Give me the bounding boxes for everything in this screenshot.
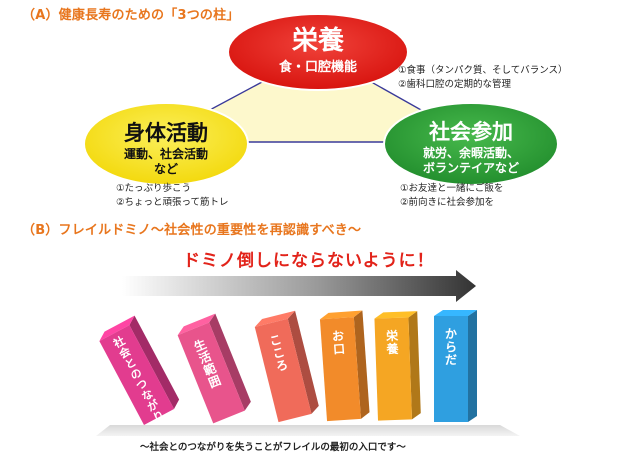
domino-6: からだ — [434, 310, 477, 422]
section-a-heading: （A）健康長寿のための「3つの柱」 — [22, 8, 240, 23]
domino-front — [99, 325, 175, 425]
domino-warning: ドミノ倒しにならないように！ — [183, 251, 435, 271]
social-ellipse — [383, 102, 559, 186]
domino-3: こころ — [254, 310, 319, 423]
domino-top — [374, 311, 418, 319]
physical-note-1: ①たっぷり歩こう — [116, 183, 192, 194]
domino-side — [353, 310, 370, 419]
nutrition-ellipse — [227, 13, 409, 91]
social-sub1: 就労、余暇活動、 — [423, 145, 519, 160]
domino-2: 生活範囲 — [177, 313, 251, 424]
domino-label: お口 — [332, 329, 346, 357]
social-notes: ①お友達と一緒にご飯を ②前向きに社会参加を — [400, 182, 503, 210]
progress-arrow-icon — [122, 270, 476, 302]
physical-sub2: など — [154, 162, 178, 176]
social-note-2: ②前向きに社会参加を — [400, 197, 495, 208]
domino-side — [468, 310, 477, 422]
section-b-heading: （B）フレイルドミノ～社会性の重要性を再認識すべき～ — [22, 223, 362, 238]
nutrition-note-1: ①食事（タンパク質、そしてバランス） — [398, 65, 568, 76]
domino-label: 生活範囲 — [192, 336, 223, 391]
domino-top — [434, 310, 477, 316]
physical-title: 身体活動 — [124, 121, 208, 145]
social-note-1: ①お友達と一緒にご飯を — [400, 183, 504, 194]
domino-caption: ～社会とのつながりを失うことがフレイルの最初の入口です～ — [140, 442, 406, 453]
nutrition-note-2: ②歯科口腔の定期的な管理 — [398, 79, 512, 90]
physical-notes: ①たっぷり歩こう ②ちょっと頑張って筋トレ — [116, 182, 229, 210]
domino-label: こころ — [268, 332, 289, 374]
domino-top — [254, 310, 296, 328]
domino-side — [287, 310, 319, 414]
domino-label: 栄養 — [385, 328, 400, 356]
social-title: 社会参加 — [428, 120, 513, 144]
domino-top — [319, 310, 363, 320]
physical-sub1: 運動、社会活動 — [124, 146, 208, 161]
social-sub2: ボランテイアなど — [423, 160, 519, 175]
domino-label: からだ — [445, 327, 457, 367]
physical-note-2: ②ちょっと頑張って筋トレ — [116, 197, 229, 208]
domino-5: 栄養 — [374, 311, 421, 421]
domino-top — [177, 313, 216, 336]
domino-front — [434, 316, 468, 422]
domino-side — [209, 313, 251, 411]
physical-ellipse — [83, 102, 249, 186]
domino-4: お口 — [319, 310, 370, 422]
nutrition-title: 栄養 — [291, 26, 345, 56]
domino-side — [129, 315, 180, 410]
domino-front — [374, 317, 412, 421]
domino-side — [408, 311, 421, 420]
nutrition-subtitle: 食・口腔機能 — [279, 59, 357, 75]
domino-floor — [96, 425, 520, 436]
domino-front — [254, 318, 312, 423]
domino-top — [99, 315, 135, 342]
domino-front — [319, 317, 361, 422]
domino-1: 社会とのつながり — [99, 315, 180, 425]
nutrition-notes: ①食事（タンパク質、そしてバランス） ②歯科口腔の定期的な管理 — [398, 64, 568, 92]
domino-front — [177, 322, 245, 424]
